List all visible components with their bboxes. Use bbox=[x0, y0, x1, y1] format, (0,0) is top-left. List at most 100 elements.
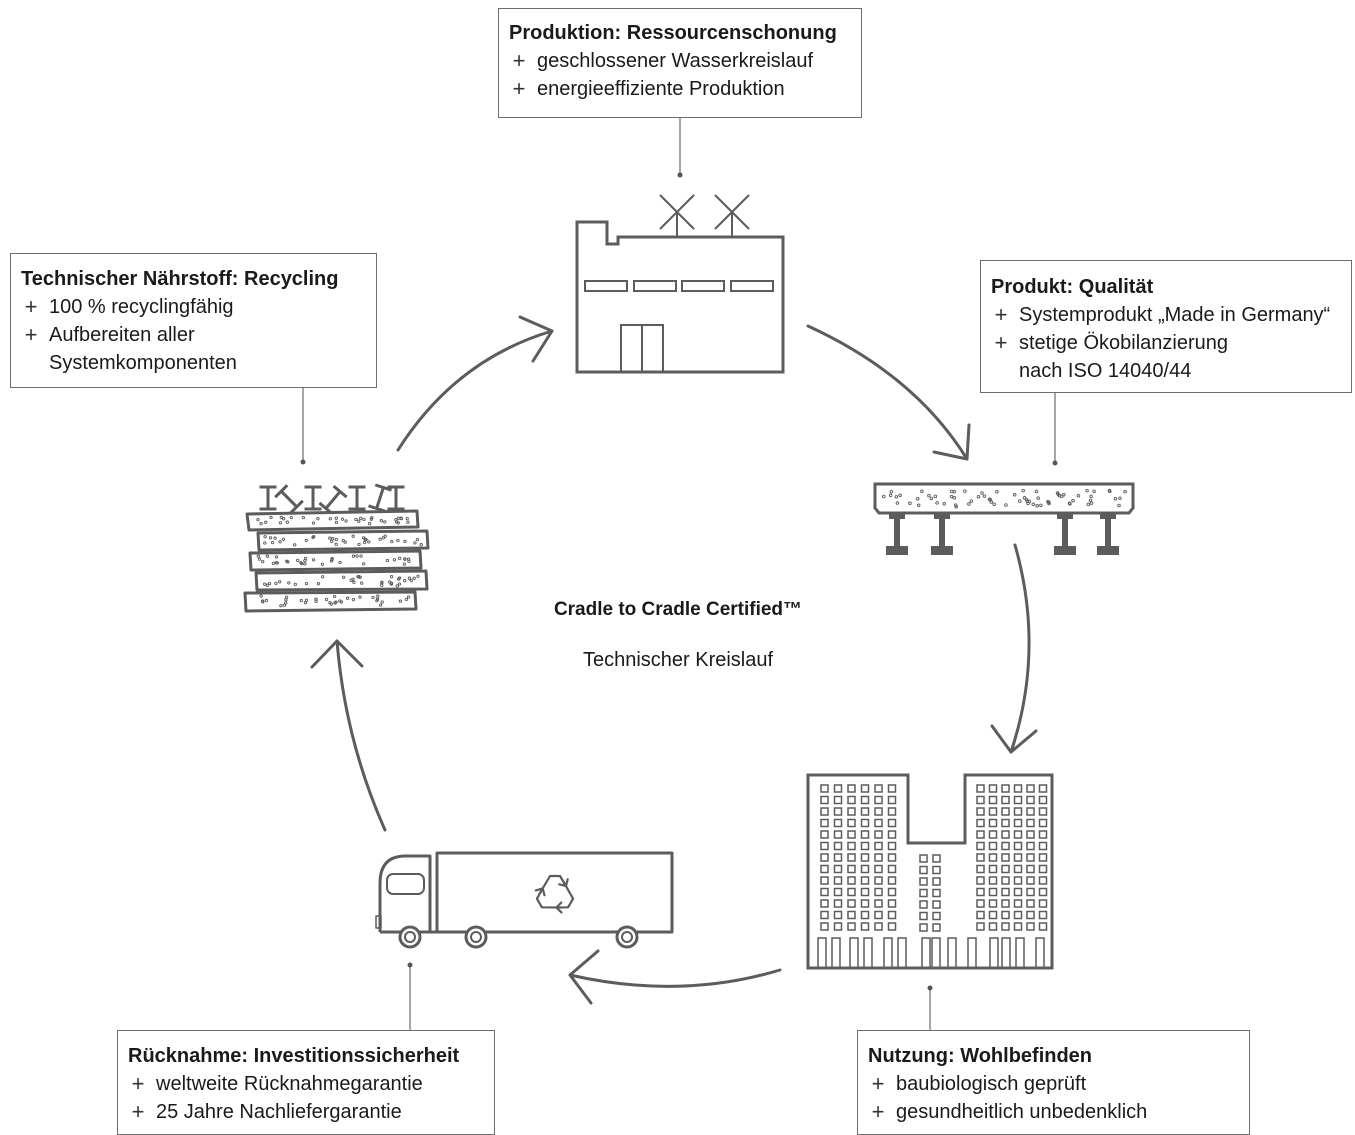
panel-speckle bbox=[261, 559, 265, 564]
panel-speckle bbox=[1022, 496, 1027, 500]
arrow-head bbox=[568, 949, 600, 1005]
panel-speckle bbox=[316, 582, 321, 586]
building-window bbox=[833, 853, 843, 862]
building-icon bbox=[806, 773, 1054, 970]
floor-pedestals bbox=[886, 513, 1119, 555]
panel-speckle bbox=[284, 595, 289, 599]
panel-speckle bbox=[324, 597, 329, 602]
building-door bbox=[931, 937, 941, 969]
building-window bbox=[820, 853, 829, 862]
panel-speckle bbox=[383, 520, 387, 524]
stacked-panels bbox=[243, 509, 430, 613]
pedestal-head bbox=[934, 513, 950, 519]
panel-speckle bbox=[920, 489, 924, 493]
panel-speckle bbox=[304, 598, 309, 602]
building-window bbox=[860, 853, 870, 862]
arrow-curve bbox=[396, 329, 554, 452]
panel-speckle bbox=[415, 537, 420, 542]
building-window bbox=[1013, 818, 1023, 828]
panel-speckle bbox=[260, 599, 265, 603]
panel-speckle bbox=[352, 580, 356, 584]
stacked-panel bbox=[248, 549, 423, 572]
building-window bbox=[1026, 864, 1035, 874]
panel-speckle bbox=[256, 554, 260, 558]
panel-speckle bbox=[915, 496, 920, 501]
building-window bbox=[847, 910, 856, 920]
building-door bbox=[897, 937, 907, 969]
panel-speckle bbox=[953, 503, 958, 507]
panel-speckle bbox=[967, 502, 971, 506]
item-text: energieeffiziente Produktion bbox=[537, 78, 785, 100]
panel-speckle bbox=[409, 578, 413, 583]
building-window bbox=[847, 922, 856, 931]
factory-door bbox=[620, 324, 664, 373]
panel-speckle bbox=[963, 489, 967, 493]
panel-speckle bbox=[278, 580, 282, 584]
panel-speckle bbox=[340, 517, 345, 521]
panel-speckle bbox=[349, 578, 353, 583]
building-window bbox=[887, 784, 897, 793]
truck-wheel bbox=[615, 925, 639, 949]
pedestal-base bbox=[1097, 546, 1119, 555]
panel-speckle bbox=[402, 562, 407, 566]
pedestal-head bbox=[889, 513, 905, 519]
building-window bbox=[1001, 910, 1010, 920]
panel-speckle bbox=[1108, 489, 1112, 494]
panel-speckle bbox=[357, 542, 361, 547]
building-window bbox=[976, 853, 985, 862]
panel-speckle bbox=[264, 598, 269, 603]
factory-window bbox=[633, 280, 677, 292]
panel-speckle bbox=[358, 595, 362, 599]
panel-speckle bbox=[404, 597, 409, 602]
panel-speckle bbox=[296, 558, 300, 563]
panel-speckle bbox=[263, 582, 267, 586]
pedestal-stem bbox=[894, 519, 900, 546]
building-window bbox=[988, 784, 998, 793]
recycle-arrow bbox=[534, 887, 563, 909]
truck-bumper bbox=[375, 915, 382, 929]
truck-cab-window bbox=[386, 873, 425, 895]
item-text: Systemprodukt „Made in Germany“ bbox=[1019, 304, 1331, 326]
panel-speckle bbox=[952, 495, 957, 500]
panel-speckles bbox=[882, 488, 1127, 509]
building-window bbox=[860, 807, 870, 816]
panel-speckle bbox=[389, 581, 394, 586]
building-door bbox=[989, 937, 999, 969]
panel-speckle bbox=[1123, 489, 1127, 494]
panel-speckle bbox=[419, 543, 423, 547]
panel-speckle bbox=[390, 539, 394, 544]
panel-speckle bbox=[949, 494, 954, 499]
panel-speckle bbox=[330, 537, 335, 541]
building-window bbox=[932, 865, 941, 875]
building-window bbox=[1038, 853, 1048, 862]
building-window bbox=[887, 922, 897, 931]
building-window bbox=[820, 784, 829, 793]
building-window bbox=[988, 922, 998, 931]
arrow-head bbox=[310, 639, 364, 669]
panel-speckle bbox=[396, 538, 400, 543]
building-door bbox=[863, 937, 873, 969]
building-window bbox=[887, 899, 897, 908]
panel-speckle bbox=[343, 540, 347, 544]
building-window bbox=[887, 864, 897, 874]
bullet-item: + Systemprodukt „Made in Germany“ bbox=[991, 301, 1341, 329]
panel-speckle bbox=[407, 576, 412, 580]
panel-speckle bbox=[1004, 503, 1008, 507]
building-window bbox=[976, 864, 985, 874]
building-window bbox=[988, 853, 998, 862]
panel-speckle bbox=[392, 558, 397, 562]
building-window bbox=[860, 795, 870, 805]
bullet-item: + baubiologisch geprüft bbox=[868, 1070, 1239, 1098]
panel-speckle bbox=[397, 582, 402, 586]
recycle-symbol-icon bbox=[534, 874, 575, 914]
pedestal-piece bbox=[318, 484, 348, 516]
panel-speckle bbox=[403, 579, 407, 583]
panel-speckle bbox=[1117, 503, 1121, 508]
panel-speckle bbox=[338, 560, 342, 565]
building-window bbox=[860, 899, 870, 908]
production-box: Produktion: Ressourcenschonung + geschlo… bbox=[498, 8, 862, 118]
bullet-item: + gesundheitlich unbedenklich bbox=[868, 1098, 1239, 1126]
building-window bbox=[1013, 830, 1023, 839]
building-window bbox=[887, 807, 897, 816]
